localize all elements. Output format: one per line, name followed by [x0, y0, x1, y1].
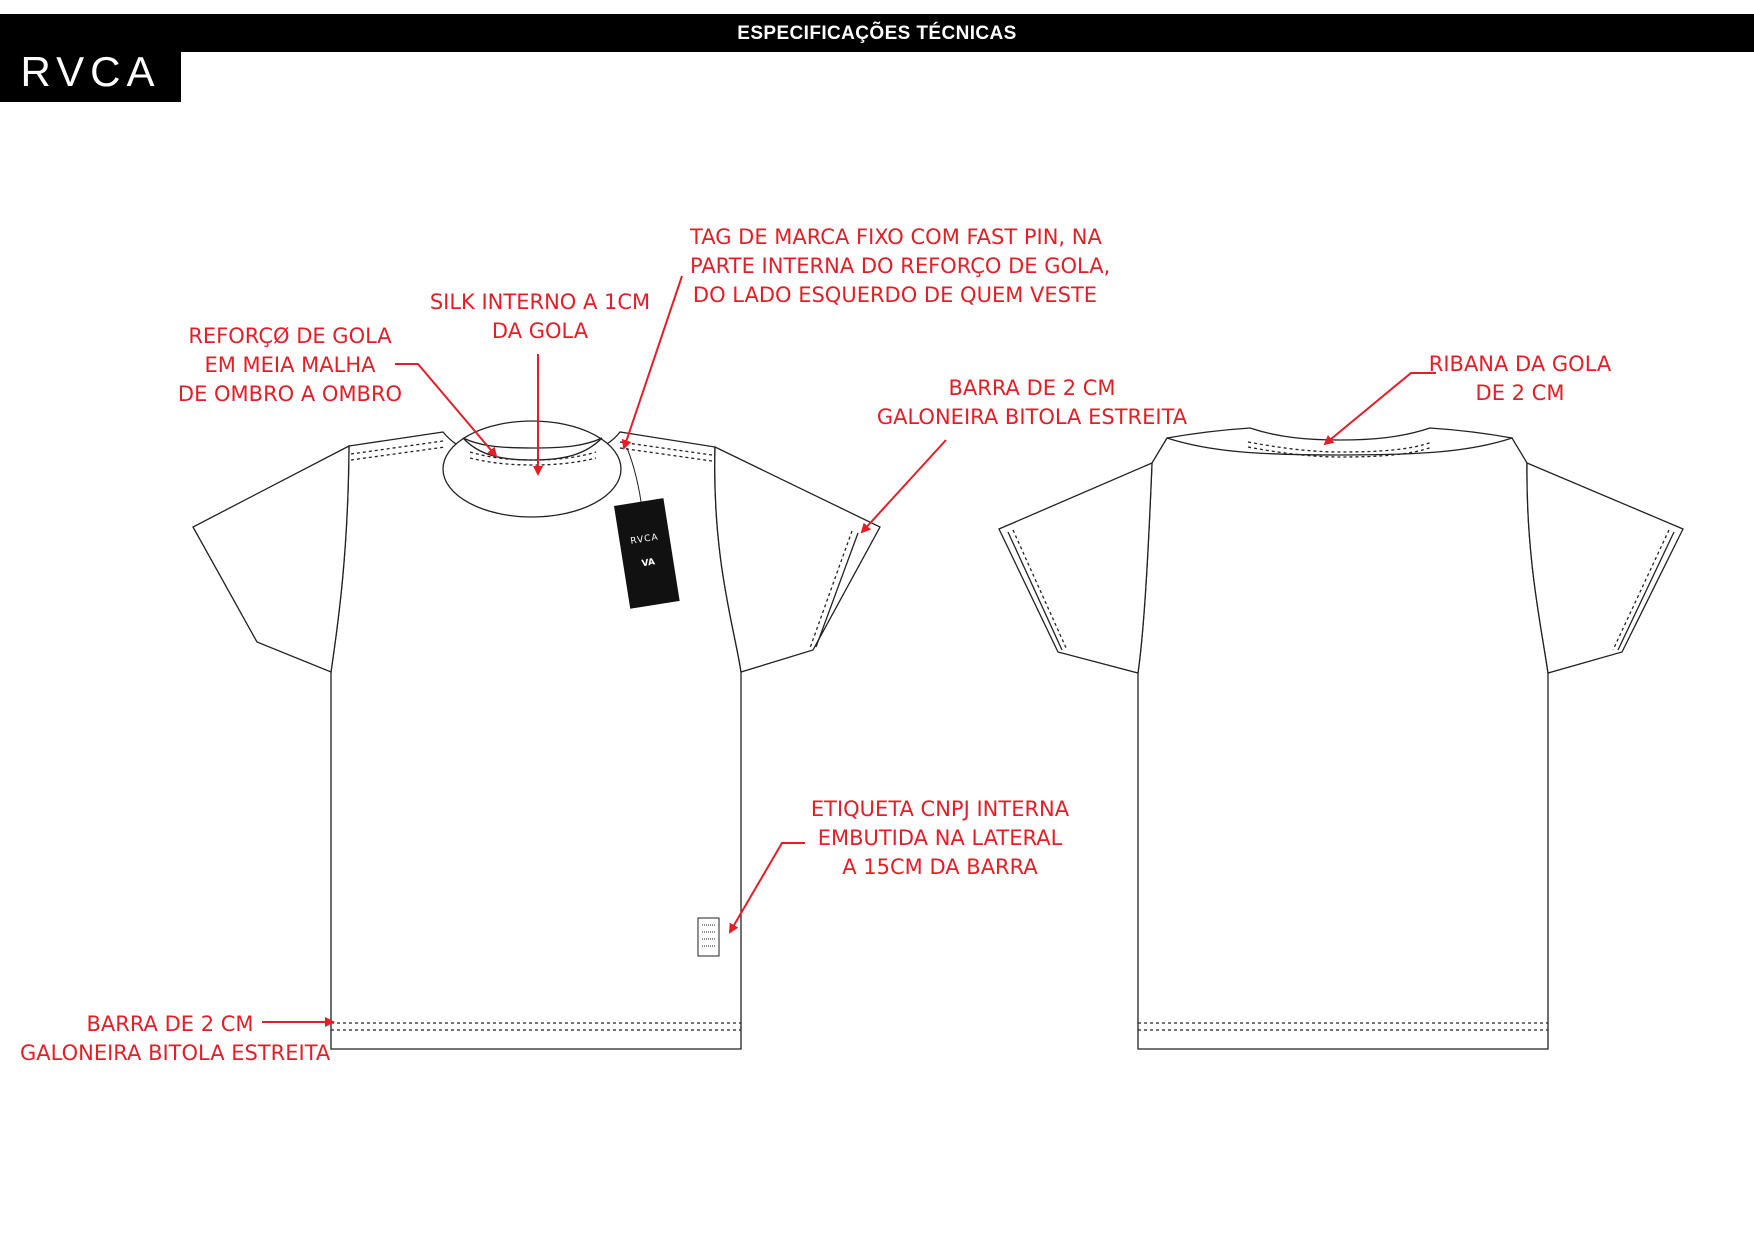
- collar-reinforcement-stitch-2: [469, 457, 597, 466]
- note-collar-reinforcement: REFORÇØ DE GOLA EM MEIA MALHA DE OMBRO A…: [177, 324, 403, 406]
- note-silk: SILK INTERNO A 1CM DA GOLA: [429, 290, 651, 343]
- arrow-back-collar: [1323, 372, 1436, 446]
- hang-tag-brand: RVCA: [630, 532, 660, 546]
- arrow-collar-reinforcement: [395, 363, 498, 458]
- front-left-sleeve: [192, 444, 350, 673]
- back-right-sleeve-hem-1: [1617, 531, 1675, 651]
- back-tshirt: [998, 427, 1684, 1050]
- page-title: ESPECIFICAÇÕES TÉCNICAS: [737, 23, 1017, 44]
- brand-logo-text: RVCA: [20, 48, 161, 95]
- back-collar-rib-1: [1247, 441, 1433, 453]
- hang-tag: RVCA VA: [614, 498, 680, 609]
- back-right-sleeve-hem-2: [1612, 529, 1670, 651]
- front-right-sleeve: [714, 445, 881, 673]
- arrow-sleeve-hem: [860, 439, 947, 534]
- note-cnpj-label: ETIQUETA CNPJ INTERNA EMBUTIDA NA LATERA…: [810, 797, 1070, 879]
- note-back-collar: RIBANA DA GOLA DE 2 CM: [1428, 352, 1612, 405]
- back-left-sleeve: [998, 461, 1153, 674]
- front-body-outline: [330, 431, 742, 1050]
- header-bar: [0, 14, 1754, 52]
- note-brand-tag: TAG DE MARCA FIXO COM FAST PIN, NA PARTE…: [690, 225, 1111, 307]
- front-left-shoulder-seam-2: [350, 446, 446, 461]
- arrow-cnpj-label: [728, 842, 805, 934]
- back-collar-rib-2: [1247, 446, 1433, 458]
- back-left-sleeve-hem-1: [1007, 531, 1063, 651]
- note-bottom-hem: BARRA DE 2 CM GALONEIRA BITOLA ESTREITA: [20, 1012, 331, 1065]
- front-right-sleeve-hem-2: [809, 530, 853, 649]
- annotation-arrows: [262, 275, 1436, 1027]
- hang-tag-mark: VA: [641, 557, 656, 569]
- back-body-outline: [1137, 437, 1549, 1050]
- arrow-brand-tag: [621, 275, 683, 450]
- note-sleeve-hem: BARRA DE 2 CM GALONEIRA BITOLA ESTREITA: [876, 376, 1188, 429]
- back-collar-outer: [1249, 427, 1513, 441]
- cnpj-label: [697, 917, 720, 957]
- front-collar-outer: [442, 420, 622, 518]
- front-tshirt: [192, 420, 881, 1050]
- front-right-sleeve-hem-1: [815, 532, 859, 648]
- brand-logo: RVCA: [0, 14, 181, 102]
- back-right-sleeve: [1526, 462, 1684, 674]
- back-left-sleeve-hem-2: [1012, 529, 1068, 651]
